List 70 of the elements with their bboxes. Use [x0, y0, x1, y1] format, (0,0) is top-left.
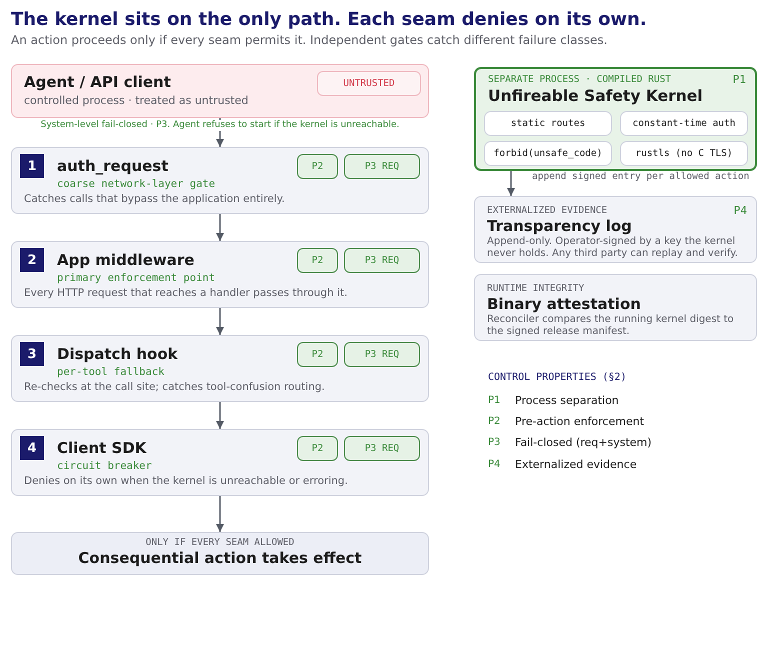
card-description: Re-checks at the call site; catches tool-confusion routing. [24, 381, 325, 394]
seam-card [11, 335, 429, 402]
property-code: P2 [488, 416, 500, 428]
eyebrow-label: SEPARATE PROCESS · COMPILED RUST [488, 74, 672, 86]
arrow [216, 496, 224, 532]
property-tag: P1 [732, 73, 746, 86]
card-heading: Client SDK [57, 439, 146, 457]
section-heading: CONTROL PROPERTIES (§2) [488, 372, 626, 384]
arrow [216, 308, 224, 335]
card-heading: Transparency log [487, 217, 632, 235]
property-chip: P3 REQ [344, 342, 420, 367]
gate-type: primary enforcement point [57, 272, 216, 285]
card-heading: Unfireable Safety Kernel [488, 87, 703, 106]
card-heading: Binary attestation [487, 295, 641, 313]
property-code: P3 [488, 437, 500, 449]
step-number: 1 [20, 154, 44, 178]
feature-chip: forbid(unsafe_code) [484, 141, 612, 166]
gate-type: per-tool fallback [57, 366, 164, 379]
card-heading: App middleware [57, 251, 194, 269]
step-number: 3 [20, 342, 44, 366]
feature-chip: static routes [484, 111, 612, 136]
edge-label: append signed entry per allowed action [530, 171, 752, 182]
outcome-card [11, 532, 429, 575]
info-card [474, 274, 757, 341]
property-name: Pre-action enforcement [515, 415, 644, 428]
arrow [216, 214, 224, 241]
property-chip: P3 REQ [344, 248, 420, 273]
property-chip: P2 [297, 342, 338, 367]
client-card [11, 64, 429, 118]
property-chip: P2 [297, 154, 338, 179]
property-name: Externalized evidence [515, 458, 637, 472]
card-heading: Agent / API client [24, 73, 171, 91]
seam-card [11, 241, 429, 308]
edge-label: System-level fail-closed · P3. Agent refuses to start if the kernel is unreachable. [38, 120, 402, 131]
property-name: Process separation [515, 394, 619, 408]
page-title: The kernel sits on the only path. Each seam denies on its own. [11, 9, 647, 31]
arrow [507, 171, 515, 196]
property-chip: P3 REQ [344, 436, 420, 461]
property-chip: P2 [297, 436, 338, 461]
step-number: 2 [20, 248, 44, 272]
feature-chip: constant-time auth [620, 111, 748, 136]
card-heading: Dispatch hook [57, 345, 178, 363]
property-chip: P2 [297, 248, 338, 273]
eyebrow-label: RUNTIME INTEGRITY [487, 283, 584, 294]
card-description: Reconciler compares the running kernel digest to the signed release manifest. [487, 314, 735, 338]
property-name: Fail-closed (req+system) [515, 436, 652, 450]
property-chip: P3 REQ [344, 154, 420, 179]
status-badge: UNTRUSTED [317, 71, 421, 96]
property-code: P4 [488, 459, 500, 471]
card-subtitle: controlled process · treated as untrusted [24, 94, 248, 108]
seam-card [11, 429, 429, 496]
eyebrow-label: ONLY IF EVERY SEAM ALLOWED [146, 537, 294, 548]
card-description: Denies on its own when the kernel is unreachable or erroring. [24, 475, 348, 488]
card-heading: Consequential action takes effect [78, 549, 362, 567]
gate-type: circuit breaker [57, 460, 152, 473]
subtitle: An action proceeds only if every seam permits it. Independent gates catch different failure classes. [11, 33, 608, 48]
seam-card [11, 147, 429, 214]
feature-chip: rustls (no C TLS) [620, 141, 748, 166]
property-code: P1 [488, 395, 500, 407]
property-tag: P4 [734, 204, 747, 218]
eyebrow-label: EXTERNALIZED EVIDENCE [487, 205, 608, 216]
card-description: Append-only. Operator-signed by a key the kernel never holds. Any third party can replay and verify. [487, 236, 739, 260]
card-heading: auth_request [57, 157, 168, 175]
info-card [474, 196, 757, 263]
kernel-panel [474, 67, 757, 171]
step-number: 4 [20, 436, 44, 460]
card-description: Catches calls that bypass the application entirely. [24, 193, 285, 206]
gate-type: coarse network-layer gate [57, 178, 216, 191]
card-description: Every HTTP request that reaches a handler passes through it. [24, 287, 348, 300]
arrow [216, 402, 224, 429]
